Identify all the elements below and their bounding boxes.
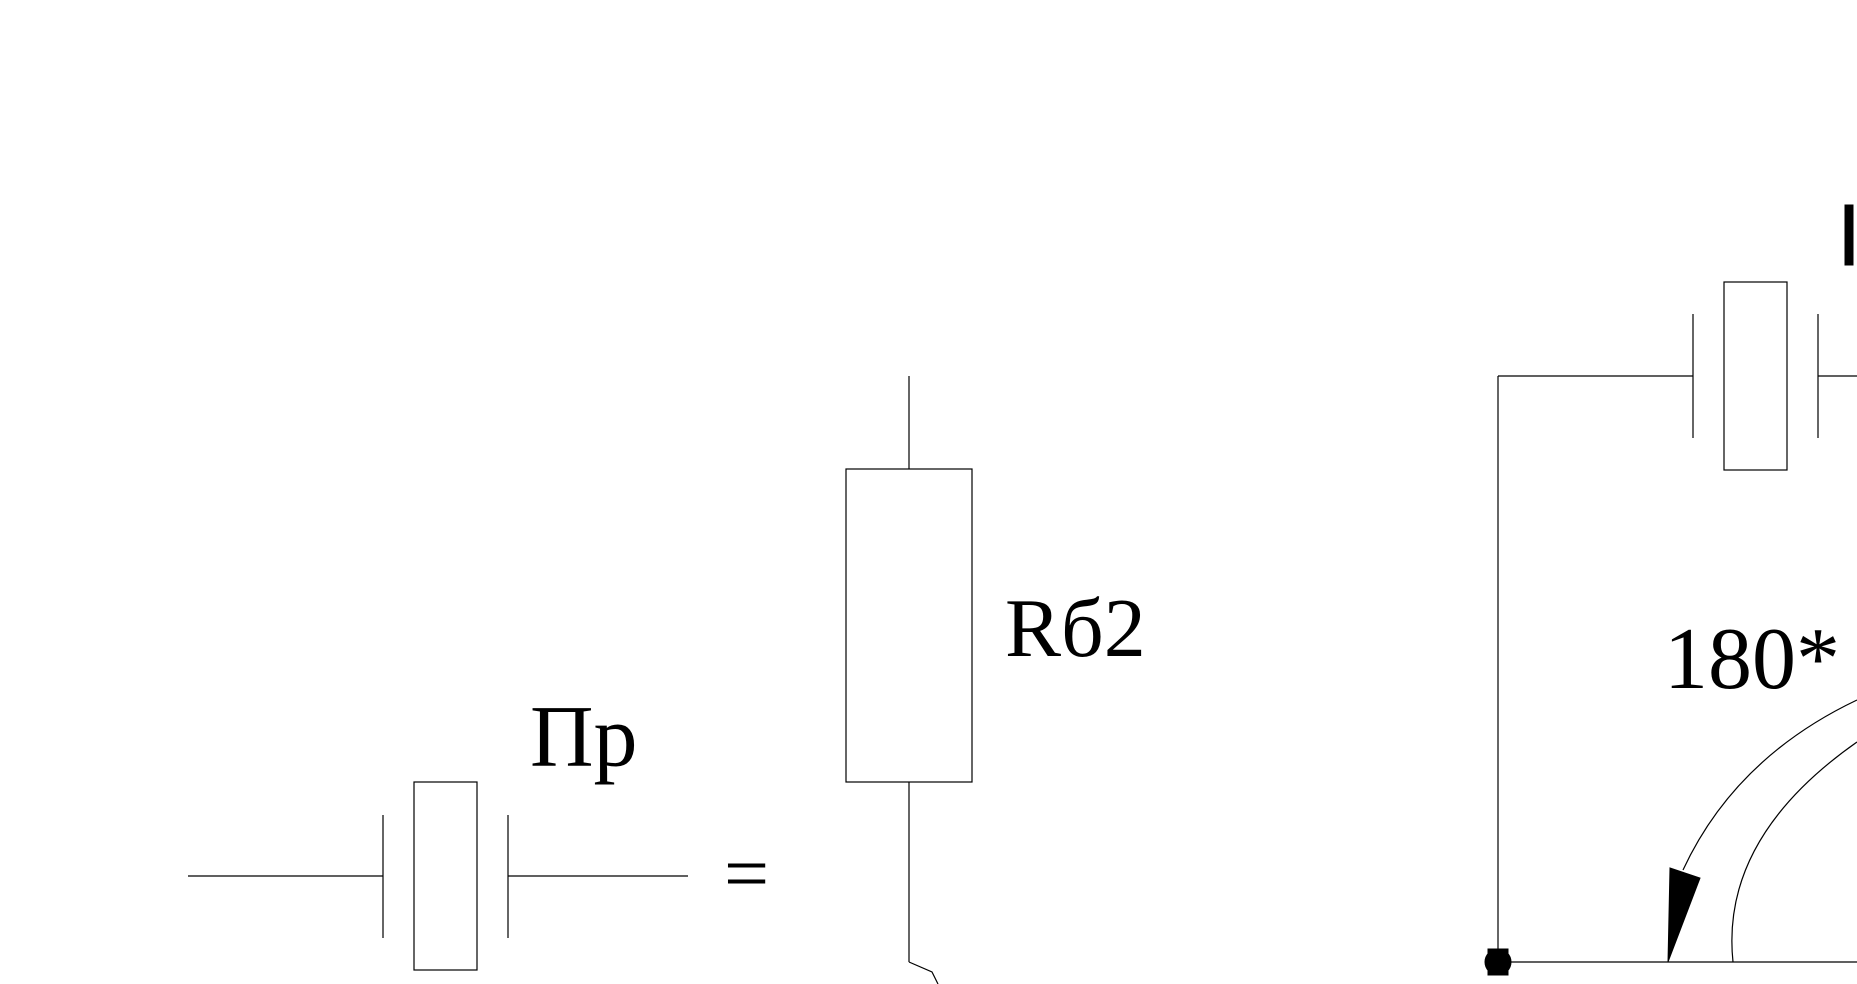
resistor-body bbox=[845, 468, 973, 783]
right-crystal-body bbox=[1723, 281, 1788, 471]
equals-sign: = bbox=[724, 830, 769, 918]
crystal-label: Пр bbox=[530, 689, 638, 786]
phase-arrow-icon bbox=[1667, 867, 1701, 963]
crystal-body bbox=[413, 781, 478, 971]
resistor-lead-bend bbox=[908, 961, 939, 984]
crystal-symbol bbox=[188, 781, 688, 971]
equivalent-circuit bbox=[1484, 204, 1857, 976]
junction-dot bbox=[1484, 948, 1512, 976]
resistor-label: Rб2 bbox=[1005, 582, 1146, 675]
cropped-label-fragment bbox=[1844, 204, 1854, 266]
resistor-symbol bbox=[845, 376, 973, 984]
phase-angle-label: 180* bbox=[1664, 611, 1840, 708]
phase-arc bbox=[1682, 699, 1857, 963]
